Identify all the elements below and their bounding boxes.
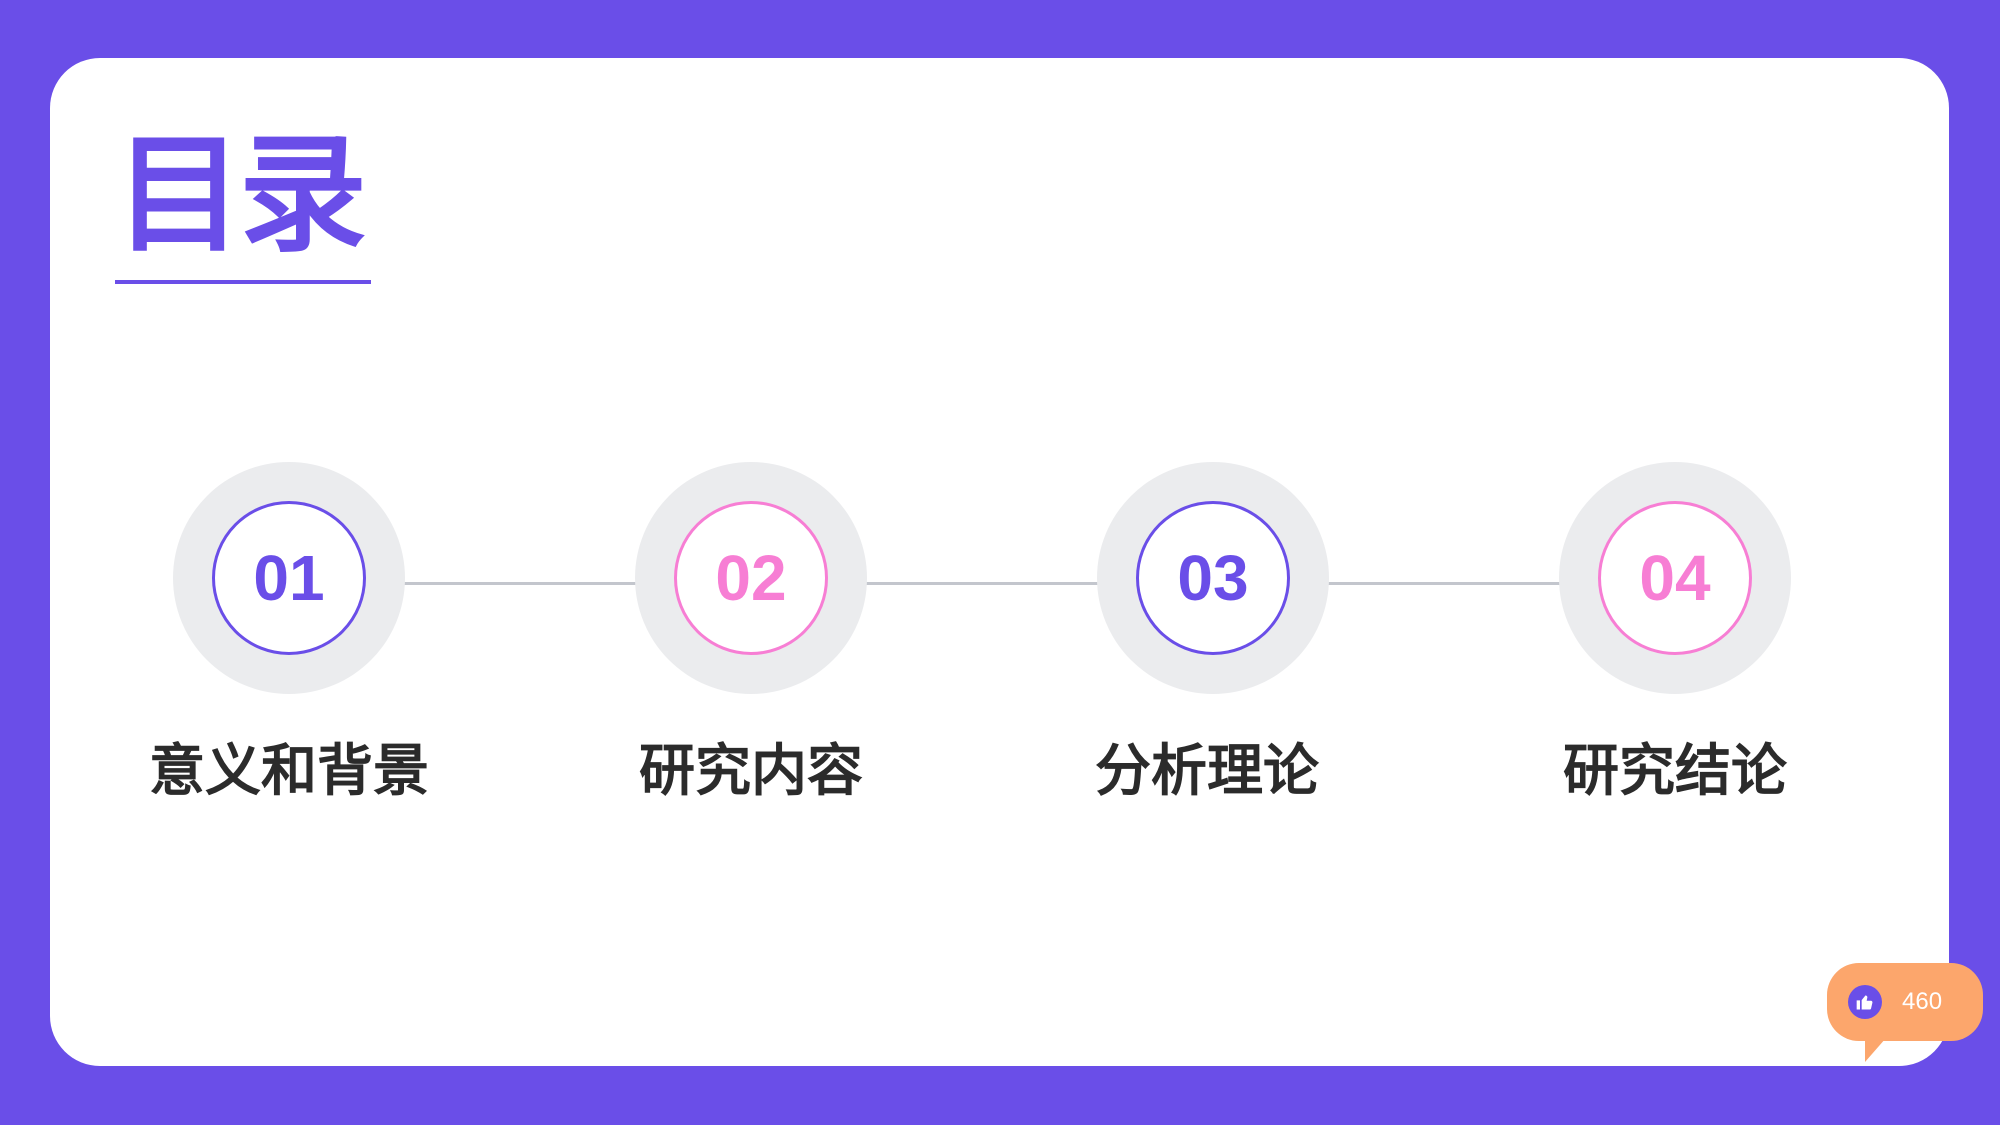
step-label: 研究结论 xyxy=(1563,739,1787,804)
title-underline xyxy=(115,280,371,284)
thumbs-up-icon xyxy=(1848,985,1882,1019)
step-number: 02 xyxy=(674,501,828,655)
step-04[interactable]: 04 xyxy=(1559,462,1791,694)
like-count: 460 xyxy=(1902,988,1943,1015)
step-connector xyxy=(828,582,1118,585)
page-title: 目录 xyxy=(115,121,367,270)
step-02[interactable]: 02 xyxy=(635,462,867,694)
step-number: 03 xyxy=(1136,501,1290,655)
step-number: 04 xyxy=(1598,501,1752,655)
step-01[interactable]: 01 xyxy=(173,462,405,694)
step-label: 分析理论 xyxy=(1095,739,1319,804)
step-connector xyxy=(366,582,656,585)
step-connector xyxy=(1290,582,1580,585)
step-label: 意义和背景 xyxy=(149,739,429,804)
step-number: 01 xyxy=(212,501,366,655)
step-label: 研究内容 xyxy=(639,739,863,804)
like-button[interactable]: 460 xyxy=(1827,963,1983,1041)
step-03[interactable]: 03 xyxy=(1097,462,1329,694)
